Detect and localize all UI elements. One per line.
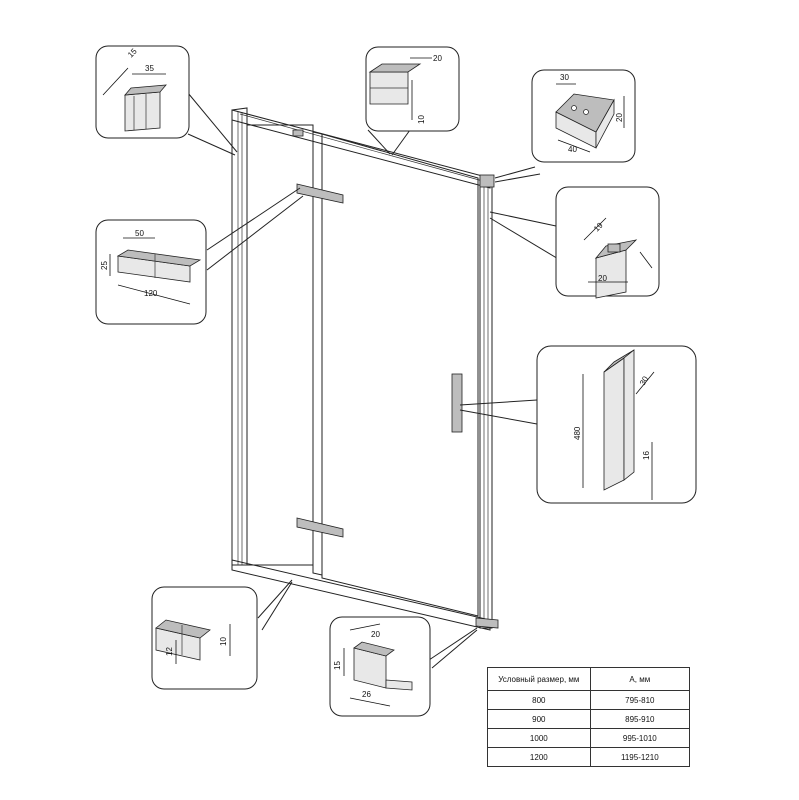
lower-hinge [296,517,344,538]
callout-bottom-stop: 20 15 26 [329,616,431,717]
dim-label: 50 [135,229,144,238]
callout-top-rail: 20 10 [365,46,460,132]
callout-handle: 30 480 16 [536,345,697,504]
left-wall-profile [231,107,248,566]
dim-label: 35 [145,64,154,73]
table-row: 900 895-910 [487,709,691,729]
callout-top-right-bracket: 30 20 40 [531,69,636,163]
a-range-cell: 795-810 [589,690,691,710]
callout-top-left-profile: 15 35 [95,45,190,139]
dim-label: 20 [598,274,607,283]
dim-label: 20 [615,113,624,122]
nominal-size-cell: 1000 [487,728,591,748]
dim-label: 20 [371,630,380,639]
callout-right-profile: 19 20 [555,186,660,299]
dim-label: 26 [362,690,371,699]
size-table-header: Условный размер, мм А, мм [487,667,691,691]
dim-label: 30 [560,73,569,82]
table-row: 800 795-810 [487,690,691,710]
dim-label: 120 [144,289,158,298]
dim-label: 10 [219,637,228,646]
dim-label: 25 [100,261,109,270]
door-glass-leaf [321,133,479,617]
nominal-size-cell: 1200 [487,747,591,767]
callout-hinge: 50 25 120 [95,219,207,325]
dim-label: 12 [165,647,174,656]
upper-hinge [296,183,344,204]
dim-label: 15 [333,661,342,670]
table-row: 1000 995-1010 [487,728,691,748]
size-table: Условный размер, мм А, мм 800 795-810 90… [487,667,691,767]
callout-bottom-seal: 12 10 [151,586,258,690]
bottom-rail [231,559,491,631]
header-nominal-size: Условный размер, мм [487,667,591,691]
header-a-mm: А, мм [589,667,691,691]
a-range-cell: 895-910 [589,709,691,729]
a-range-cell: 1195-1210 [589,747,691,767]
leader-lines [187,92,561,669]
door-handle [451,373,463,433]
nominal-size-cell: 900 [487,709,591,729]
top-bracket [479,174,495,188]
dim-label: 16 [642,451,651,460]
a-range-cell: 995-1010 [589,728,691,748]
dim-label: 40 [568,145,577,154]
dim-label: 10 [417,115,426,124]
table-row: 1200 1195-1210 [487,747,691,767]
top-rail [231,109,491,189]
nominal-size-cell: 800 [487,690,591,710]
dim-label: 480 [573,426,582,440]
shower-door-frame [231,107,499,631]
dim-label: 20 [433,54,442,63]
